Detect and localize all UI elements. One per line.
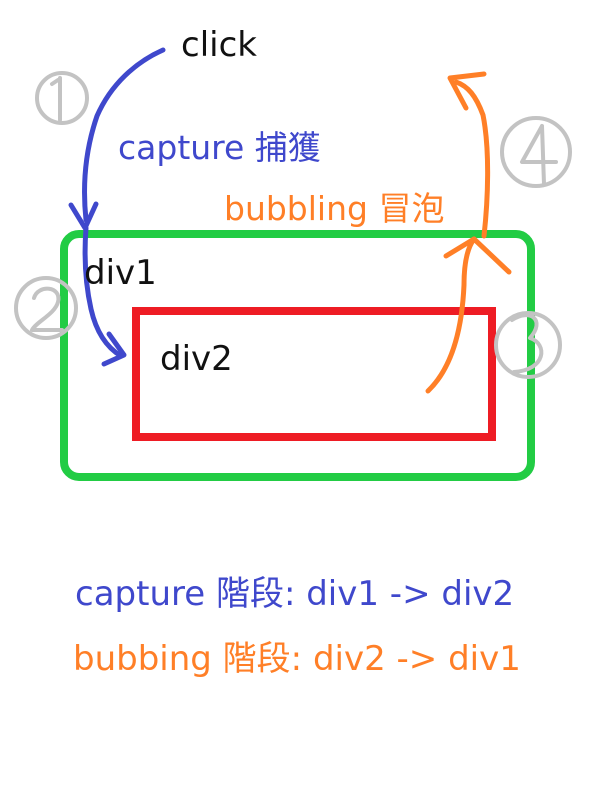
bubbling-arrow xyxy=(425,236,477,394)
bubbling-label: bubbling 冒泡 xyxy=(224,189,445,228)
step-3-mark xyxy=(494,311,562,379)
capture-arrow-into-div2-head xyxy=(101,331,127,367)
capture-label: capture 捕獲 xyxy=(118,128,321,167)
capture-arrow xyxy=(81,47,166,223)
step-1-mark xyxy=(35,71,89,125)
div2-label: div2 xyxy=(160,339,233,379)
capture-summary-line: capture 階段: div1 -> div2 xyxy=(75,574,515,614)
bubbling-arrow-head xyxy=(443,236,512,275)
step-4-mark xyxy=(500,116,572,188)
click-label: click xyxy=(181,25,257,65)
div2-box xyxy=(132,307,496,441)
bubbling-summary-line: bubbing 階段: div2 -> div1 xyxy=(73,639,521,679)
bubbling-arrow-up xyxy=(453,79,491,239)
capture-arrow-into-div2 xyxy=(82,225,124,359)
div1-label: div1 xyxy=(84,253,157,293)
div1-box xyxy=(60,230,535,481)
step-2-mark xyxy=(14,276,78,340)
bubbling-arrow-up-head xyxy=(447,71,487,111)
